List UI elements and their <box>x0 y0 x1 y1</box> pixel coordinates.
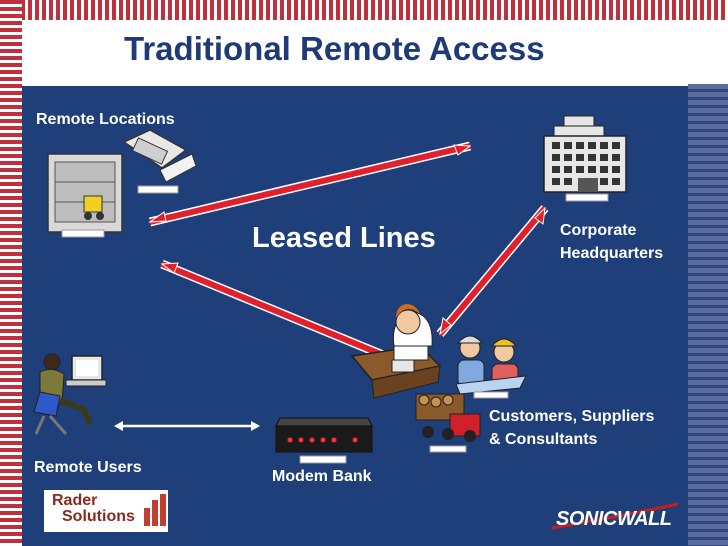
headquarters-label: Headquarters <box>560 245 664 262</box>
consultants-label: & Consultants <box>489 431 598 448</box>
sonicwall-logo: SONICWALL <box>548 500 682 536</box>
rader-logo-word-2: Solutions <box>62 508 135 525</box>
leased-lines-label: Leased Lines <box>252 222 436 254</box>
leased-line-right <box>436 205 549 337</box>
left-stripe-decoration <box>0 0 22 546</box>
rader-solutions-logo: Rader Solutions <box>44 490 168 532</box>
right-stripe-decoration <box>688 84 728 546</box>
title-bar <box>22 20 728 84</box>
remote-locations-label: Remote Locations <box>36 111 175 128</box>
slide-title: Traditional Remote Access <box>124 30 545 67</box>
remote-user-icon <box>33 353 107 435</box>
sonicwall-logo-text: SONICWALL <box>556 508 672 530</box>
sonicwall-swoosh-icon <box>551 502 679 530</box>
cash-register-icon <box>122 129 197 194</box>
remote-users-label: Remote Users <box>34 459 142 476</box>
workers-icon <box>455 335 527 399</box>
customers-suppliers-label: Customers, Suppliers <box>489 408 655 425</box>
leased-line-middle <box>160 259 402 367</box>
modem-bank-icon <box>275 417 373 464</box>
person-on-phone-icon <box>350 304 442 399</box>
office-building-icon <box>543 115 627 202</box>
top-stripe-decoration <box>0 0 728 20</box>
modem-bank-label: Modem Bank <box>272 468 372 485</box>
dialup-link <box>114 421 260 431</box>
rader-logo-graphic <box>144 494 166 526</box>
rader-logo-word-1: Rader <box>52 492 98 509</box>
warehouse-icon <box>47 153 123 238</box>
corporate-label: Corporate <box>560 222 637 239</box>
log-truck-icon <box>415 393 481 453</box>
leased-line-top <box>148 141 472 227</box>
